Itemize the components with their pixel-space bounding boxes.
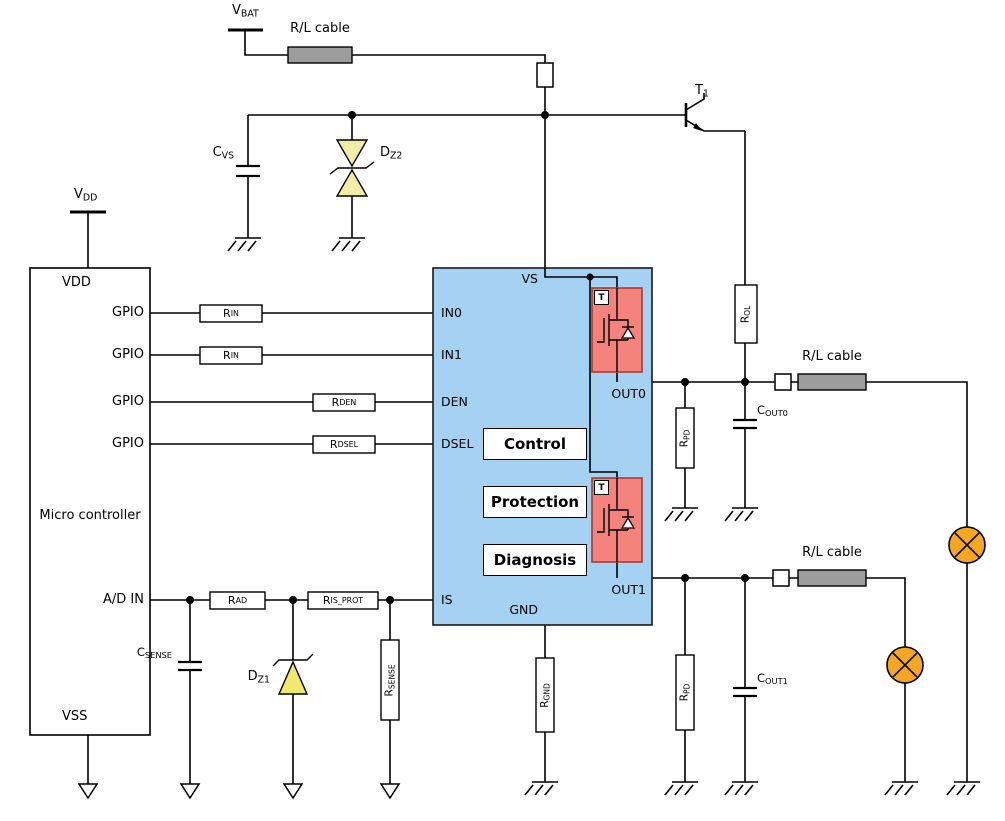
rpd1-resistor xyxy=(675,654,695,731)
rden-resistor xyxy=(312,393,376,412)
mcu-pin-adin: A/D IN xyxy=(103,592,144,607)
ic-pin-den: DEN xyxy=(441,394,468,409)
junction-dots xyxy=(186,111,749,604)
ic-pin-out1: OUT1 xyxy=(611,582,646,597)
t1-label: T1 xyxy=(695,83,709,100)
cout0-capacitor xyxy=(733,418,757,430)
out0-connector xyxy=(774,373,792,391)
t1-transistor xyxy=(684,93,745,132)
vbat-label: VBAT xyxy=(232,3,259,20)
protection-block: Protection xyxy=(483,486,587,518)
csense-capacitor xyxy=(178,660,202,672)
cout0-label: COUT0 xyxy=(757,403,788,419)
arrow-grounds xyxy=(78,783,400,799)
vdd-supply-label: VDD xyxy=(74,187,98,204)
ic-pin-in0: IN0 xyxy=(441,305,462,320)
cvs-label: CVS xyxy=(212,145,234,162)
rpd0-label: RPD xyxy=(678,429,692,447)
rol-label: ROL xyxy=(739,305,753,323)
ic-pin-dsel: DSEL xyxy=(441,436,474,451)
rad-resistor xyxy=(209,591,266,610)
rl-cable-symbols xyxy=(287,46,867,587)
mcu-pin-gpio-0: GPIO xyxy=(112,305,144,320)
dz2-tvs-diode xyxy=(329,139,375,197)
cout1-capacitor xyxy=(733,686,757,698)
ic-pin-out0: OUT0 xyxy=(611,386,646,401)
rpd0-resistor xyxy=(675,407,695,469)
rl-cable-top-symbol xyxy=(287,46,353,64)
ic-pin-vs: VS xyxy=(521,271,539,286)
rdsel-resistor xyxy=(312,435,376,454)
mcu-pin-gpio-1: GPIO xyxy=(112,347,144,362)
mcu-pin-vdd: VDD xyxy=(62,275,91,290)
mcu-pin-gpio-2: GPIO xyxy=(112,394,144,409)
temp-sensor-ch1: T xyxy=(594,480,609,495)
rol-resistor xyxy=(734,284,758,344)
rgnd-label: RGND xyxy=(538,682,552,708)
ic-pin-gnd: GND xyxy=(509,602,538,617)
mcu-pin-vss: VSS xyxy=(62,709,88,724)
rin1-resistor xyxy=(199,346,263,365)
ic-internal-wires xyxy=(544,268,618,578)
ic-pin-is: IS xyxy=(441,592,453,607)
rsense-label: RSENSE xyxy=(383,663,397,697)
cout1-label: COUT1 xyxy=(757,671,788,687)
control-block: Control xyxy=(483,428,587,460)
rl-cable-out1-label: R/L cable xyxy=(802,545,862,560)
dz2-label: DZ2 xyxy=(380,145,403,162)
rpd1-label: RPD xyxy=(678,683,692,702)
out1-connector xyxy=(772,569,790,587)
mcu-title: Micro controller xyxy=(39,508,141,523)
cvs-capacitor xyxy=(236,164,260,178)
temp-sensor-ch0: T xyxy=(594,290,609,305)
dz1-zener-diode xyxy=(272,653,314,695)
rgnd-resistor xyxy=(535,657,555,733)
ic-pin-in1: IN1 xyxy=(441,347,462,362)
rl-cable-out1-symbol xyxy=(797,569,867,587)
risprot-resistor xyxy=(307,591,379,610)
rl-cable-top-label: R/L cable xyxy=(290,21,350,36)
connector-symbols xyxy=(536,62,792,587)
rl-cable-out0-label: R/L cable xyxy=(802,349,862,364)
rin0-resistor xyxy=(199,304,263,323)
vbat-connector xyxy=(536,62,554,88)
lamp-out0 xyxy=(948,526,986,564)
rsense-resistor xyxy=(380,639,400,721)
microcontroller-box xyxy=(29,267,151,736)
dz1-label: DZ1 xyxy=(247,669,270,686)
mcu-pin-gpio-3: GPIO xyxy=(112,436,144,451)
csense-label: CSENSE xyxy=(136,645,172,661)
diagnosis-block: Diagnosis xyxy=(483,544,587,576)
lamp-out1 xyxy=(886,646,924,684)
series-resistors xyxy=(199,284,758,733)
rl-cable-out0-symbol xyxy=(797,373,867,391)
